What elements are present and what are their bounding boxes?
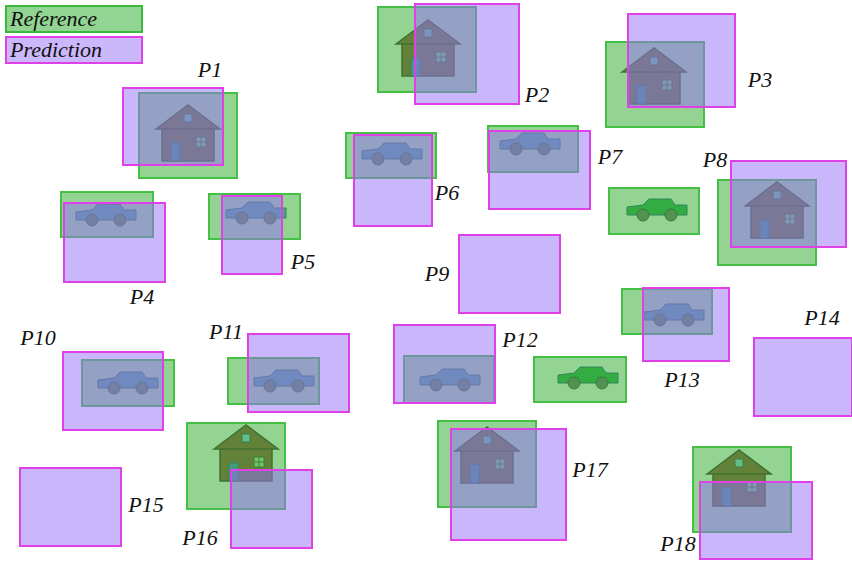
callout-number: P1 [198, 58, 222, 82]
prediction-box [63, 352, 163, 430]
prediction-box [643, 288, 729, 361]
callout-number: P9 [425, 262, 449, 286]
callout-number: P13 [664, 368, 699, 392]
prediction-box [731, 161, 846, 247]
prediction-box [754, 338, 852, 416]
reference-box [534, 357, 626, 402]
callout-number: P18 [660, 532, 695, 556]
prediction-box [354, 135, 432, 226]
prediction-box [123, 88, 223, 165]
callout-number: P11 [209, 320, 243, 344]
callout-number: P10 [20, 326, 55, 350]
callout-number: P6 [435, 181, 459, 205]
prediction-box [628, 14, 735, 107]
reference-box [609, 188, 699, 234]
callout-number: P7 [598, 145, 622, 169]
callout-number: P4 [130, 285, 154, 309]
prediction-box [700, 482, 812, 559]
prediction-box [451, 429, 566, 540]
legend-swatch: Prediction [5, 36, 143, 64]
prediction-box [231, 470, 312, 548]
callout-number: P17 [572, 458, 607, 482]
prediction-box [459, 235, 560, 313]
callout-number: P8 [703, 148, 727, 172]
legend-text: Prediction [7, 38, 141, 62]
legend-text: Reference [7, 7, 141, 31]
callout-number: P14 [804, 306, 839, 330]
prediction-box [222, 196, 282, 274]
callout-number: P3 [748, 68, 772, 92]
prediction-box [394, 325, 495, 403]
callout-number: P12 [502, 328, 537, 352]
prediction-box [489, 131, 590, 209]
callout-number: P15 [128, 493, 163, 517]
callout-number: P16 [182, 526, 217, 550]
legend-swatch: Reference [5, 5, 143, 33]
callout-number: P5 [291, 250, 315, 274]
prediction-box [20, 468, 121, 546]
prediction-box [64, 203, 165, 282]
callout-number: P2 [525, 83, 549, 107]
prediction-box [415, 4, 519, 104]
prediction-box [248, 334, 349, 412]
